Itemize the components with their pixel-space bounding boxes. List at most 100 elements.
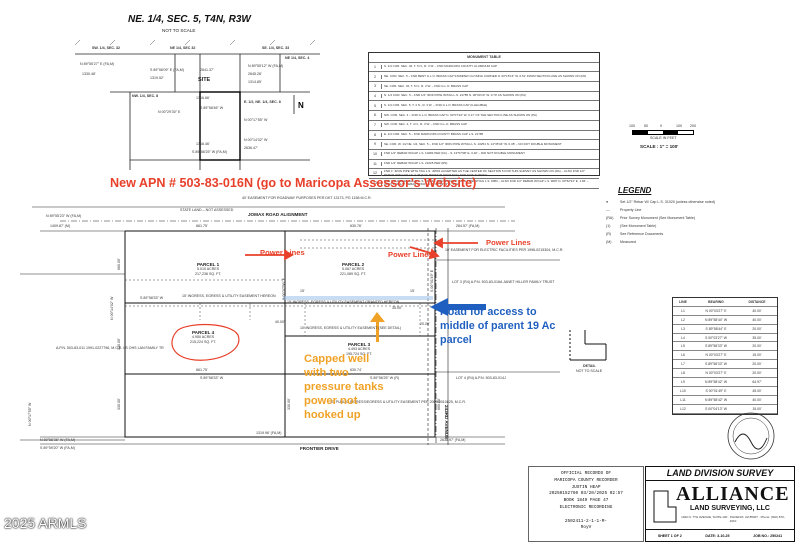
vicinity-distance-2: 1319.52' bbox=[150, 76, 164, 80]
frontier-drive-label: FRONTIER DRIVE bbox=[300, 446, 339, 451]
legend-text: See Reference Documents bbox=[620, 231, 664, 236]
apn-annotation: New APN # 503-83-016N (go to Maricopa As… bbox=[110, 176, 477, 190]
vicinity-label-2: NE 1/4, SEC 32 bbox=[170, 46, 196, 50]
vicinity-site-label: SITE bbox=[198, 77, 211, 83]
legend-item: —Property Line bbox=[606, 206, 715, 214]
title-block-footer: SHEET 1 OF 2 DATE: 3-10-25 JOB NO.: 2502… bbox=[646, 529, 794, 542]
monument-number: 9 bbox=[369, 142, 382, 147]
monument-number: 11 bbox=[369, 161, 382, 167]
vicinity-bearing-6: S 89°58'46" W bbox=[200, 106, 224, 110]
monument-number: 3 bbox=[369, 84, 382, 89]
parcel-2: PARCEL 2 5.067 ACRES 221,089 SQ. FT. bbox=[340, 262, 366, 276]
plat-note-9: A.P.N. 503-83-011 1991-0227796, M.C.R. L… bbox=[56, 346, 164, 350]
capped-well-annotation: Capped well with two pressure tanks powe… bbox=[304, 353, 384, 421]
parcel-2-sqft: 221,089 SQ. FT. bbox=[340, 271, 367, 276]
line-table-header: LINE BEARING DISTANCE bbox=[673, 298, 777, 307]
line-distance: 15.00' bbox=[752, 406, 762, 411]
plat-dim-1: 1409.87' (M) bbox=[50, 224, 71, 228]
monument-description: SE. COR. W. 1/2 NE. 1/4, SEC. 5 – FND 1/… bbox=[384, 141, 562, 146]
line-distance: 40.00' bbox=[752, 317, 762, 322]
parcel-2-area: 5.067 ACRES bbox=[341, 267, 365, 272]
line-id: L10 bbox=[680, 388, 686, 393]
plat-dim-10: 661.75' bbox=[196, 368, 208, 372]
line-bearing: S 00°04'13" W bbox=[705, 406, 727, 411]
plat-note-7: LOT 3 (R4) A.P.N. 503-83-016A JANET HILL… bbox=[452, 280, 555, 284]
vicinity-distance-8: 2636.47' bbox=[244, 146, 258, 150]
line-id: L8 bbox=[681, 371, 685, 376]
vicinity-distance-3: 2641.37' bbox=[200, 68, 214, 72]
monument-number: 13 bbox=[369, 181, 382, 186]
line-table-header-line: LINE bbox=[679, 299, 687, 304]
plat-note-8: LOT 4 (R4) A.P.N. 503-83-014J bbox=[456, 376, 506, 380]
line-bearing: N 89°58'42" W bbox=[704, 379, 728, 384]
monument-description: S. 1/4 COR. SEC. 32, T. 5 N., R. 3 W. – … bbox=[384, 64, 498, 69]
plat-dim-11: 630.74' bbox=[350, 368, 362, 372]
scale-tick-4: 100 bbox=[676, 124, 682, 128]
monument-description: S. 1/4 COR. SEC. 5, T. 4 N., R. 3 W. – F… bbox=[384, 102, 488, 107]
line-table-row: L2 N 89°58'44" W 40.00' bbox=[673, 316, 777, 325]
plat-dim-16: 15' bbox=[300, 289, 305, 293]
monument-description: FND 1/2" REBAR W/CAP L.S. 10284 PER (FA)… bbox=[384, 151, 525, 156]
monument-table-title: MONUMENT TABLE bbox=[369, 53, 599, 63]
vicinity-not-to-scale: NOT TO SCALE bbox=[162, 28, 196, 33]
vicinity-distance-5: 1316.66' bbox=[196, 96, 210, 100]
scale-label: SCALE IN FEET bbox=[650, 136, 677, 140]
plat-dim-15: 20.00' bbox=[420, 322, 430, 326]
parcel-4: PARCEL 4 4.950 ACRES 215,224 SQ. FT. bbox=[190, 330, 216, 344]
line-id: L7 bbox=[681, 362, 685, 367]
monument-number: 4 bbox=[369, 93, 382, 99]
monument-number: 8 bbox=[369, 132, 382, 138]
line-distance: 20.00' bbox=[752, 344, 762, 349]
line-id: L1 bbox=[681, 308, 685, 313]
line-distance: 20.00' bbox=[752, 362, 762, 367]
legend-title: LEGEND bbox=[618, 186, 652, 195]
legend-items: ●Set 1/2" Rebar W/ Cap L.S. 31020 (unles… bbox=[606, 198, 715, 246]
monument-number: 7 bbox=[369, 122, 382, 128]
line-bearing: N 89°58'44" W bbox=[704, 317, 728, 322]
monument-number: 12 bbox=[369, 171, 382, 176]
vicinity-bearing-8: N 00°14'02" W bbox=[244, 138, 268, 142]
plat-bearing-3: S 89°58'33" W bbox=[200, 376, 224, 380]
line-id: L2 bbox=[681, 317, 685, 322]
detail-subtitle: NOT TO SCALE bbox=[576, 369, 603, 373]
legend-symbol: (M) bbox=[606, 239, 612, 244]
line-distance: 20.00' bbox=[752, 371, 762, 376]
plat-dim-3: 630.76' bbox=[350, 224, 362, 228]
legend-symbol: ● bbox=[606, 199, 609, 204]
vicinity-distance-1: 1330.48' bbox=[82, 72, 96, 76]
parcel-1-name: PARCEL 1 bbox=[196, 262, 220, 267]
vicinity-title: NE. 1/4, SEC. 5, T4N, R3W bbox=[128, 14, 251, 25]
parcel-1-sqft: 217,236 SQ. FT. bbox=[195, 271, 222, 276]
vicinity-label-1: SW. 1/4, SEC. 32 bbox=[92, 46, 120, 50]
plat-note-3: 10' EASEMENT FOR ELECTRIC FACILITIES PER… bbox=[445, 248, 564, 252]
monument-description: SE. COR. SEC. 32, T. 5 N., R. 3 W. – FND… bbox=[384, 83, 469, 88]
line-id: L9 bbox=[681, 379, 685, 384]
recorder-line: 20250152760 03/20/2025 02:57 bbox=[549, 491, 623, 497]
line-distance: 35.00' bbox=[752, 335, 762, 340]
monument-number: 6 bbox=[369, 113, 382, 118]
line-id: L4 bbox=[681, 335, 685, 340]
legend-item: (R)See Reference Documents bbox=[606, 230, 715, 238]
company-name: ALLIANCE bbox=[676, 483, 790, 505]
plat-note-2: STATE LAND – NOT ASSESSED bbox=[180, 208, 234, 212]
line-distance: 40.00' bbox=[752, 397, 762, 402]
legend-item: (1)(See Monument Table) bbox=[606, 222, 715, 230]
scale-bar: 100 50 0 100 200 SCALE IN FEET SCALE : 1… bbox=[629, 124, 712, 154]
line-table-header-distance: DISTANCE bbox=[748, 299, 766, 304]
monument-number: 5 bbox=[369, 103, 382, 108]
plat-dim-2: 661.75' bbox=[196, 224, 208, 228]
plat-note-4: 15' INGRESS, EGRESS & UTILITY EASEMENT G… bbox=[287, 300, 400, 304]
